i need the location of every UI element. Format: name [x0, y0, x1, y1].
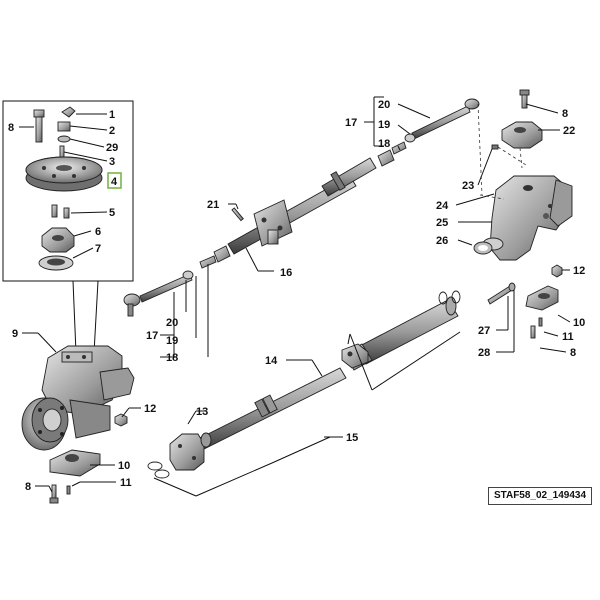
label-18-left: 18 — [166, 352, 178, 364]
pin-11-left — [66, 485, 71, 495]
inset-to-hub-lines — [72, 280, 99, 354]
label-28: 28 — [478, 347, 490, 359]
label-5: 5 — [109, 207, 115, 219]
tie-rod-right-labels: 17 20 19 18 — [345, 99, 390, 150]
cylinder-15 — [147, 290, 461, 479]
label-7: 7 — [95, 243, 101, 255]
label-22: 22 — [563, 125, 575, 137]
label-20-left: 20 — [166, 317, 178, 329]
label-8-inset: 8 — [8, 122, 14, 134]
tie-rod-right — [377, 98, 480, 167]
label-15: 15 — [346, 432, 358, 444]
inset-frame — [2, 100, 134, 282]
label-12-left: 12 — [144, 403, 156, 415]
right-knuckle-leaders — [455, 103, 571, 353]
cylinder-leaders — [153, 331, 461, 497]
nut-12-left — [114, 413, 128, 427]
tie-rod-left-leaders — [160, 203, 274, 358]
left-hub-assembly — [21, 345, 135, 451]
tie-rod-right-leaders — [364, 96, 431, 151]
highlight-box-4 — [107, 172, 122, 189]
bolt-21 — [231, 207, 244, 222]
tie-rod-left — [123, 245, 231, 317]
label-6: 6 — [95, 226, 101, 238]
label-19-left: 19 — [166, 335, 178, 347]
label-10-right: 10 — [573, 317, 585, 329]
left-hub-labels: 9 12 10 8 11 — [12, 328, 156, 493]
label-29: 29 — [106, 142, 118, 154]
pad-10-left — [49, 449, 101, 477]
label-23: 23 — [462, 180, 474, 192]
label-10-left: 10 — [118, 460, 130, 472]
label-11-left: 11 — [120, 477, 132, 489]
label-8-left: 8 — [25, 481, 31, 493]
label-26: 26 — [436, 235, 448, 247]
right-dashed-guides — [477, 103, 527, 200]
label-17-left: 17 — [146, 330, 158, 342]
label-17-right: 17 — [345, 117, 357, 129]
steering-rod-16 — [227, 157, 377, 255]
inset-parts — [25, 106, 103, 271]
right-knuckle-labels: 8 22 23 24 25 26 12 27 28 10 11 8 — [436, 108, 585, 359]
label-3: 3 — [109, 156, 115, 168]
label-11-right: 11 — [562, 331, 574, 343]
label-4[interactable]: 4 — [111, 176, 118, 188]
label-12-right: 12 — [573, 265, 585, 277]
label-27: 27 — [478, 325, 490, 337]
label-2: 2 — [109, 125, 115, 137]
left-hub-leaders — [22, 332, 141, 493]
drawing-code: STAF58_02_149434 — [488, 487, 592, 505]
label-21: 21 — [207, 199, 219, 211]
label-19-right: 19 — [378, 119, 390, 131]
tie-rod-left-labels: 21 16 17 20 19 18 — [146, 199, 292, 364]
label-24: 24 — [436, 200, 449, 212]
right-knuckle-assembly — [473, 89, 573, 339]
inset-leaders — [19, 113, 108, 259]
label-20-right: 20 — [378, 99, 390, 111]
label-1: 1 — [109, 109, 115, 121]
label-18-right: 18 — [378, 138, 390, 150]
label-25: 25 — [436, 217, 448, 229]
label-13: 13 — [196, 406, 208, 418]
label-8-right-top: 8 — [562, 108, 568, 120]
label-9: 9 — [12, 328, 18, 340]
inset-labels: 8 1 2 29 3 4 5 6 7 — [8, 109, 118, 255]
label-16: 16 — [280, 267, 292, 279]
label-14: 14 — [265, 355, 278, 367]
label-8-right-bottom: 8 — [570, 347, 576, 359]
cylinder-labels: 14 13 15 — [196, 355, 358, 444]
